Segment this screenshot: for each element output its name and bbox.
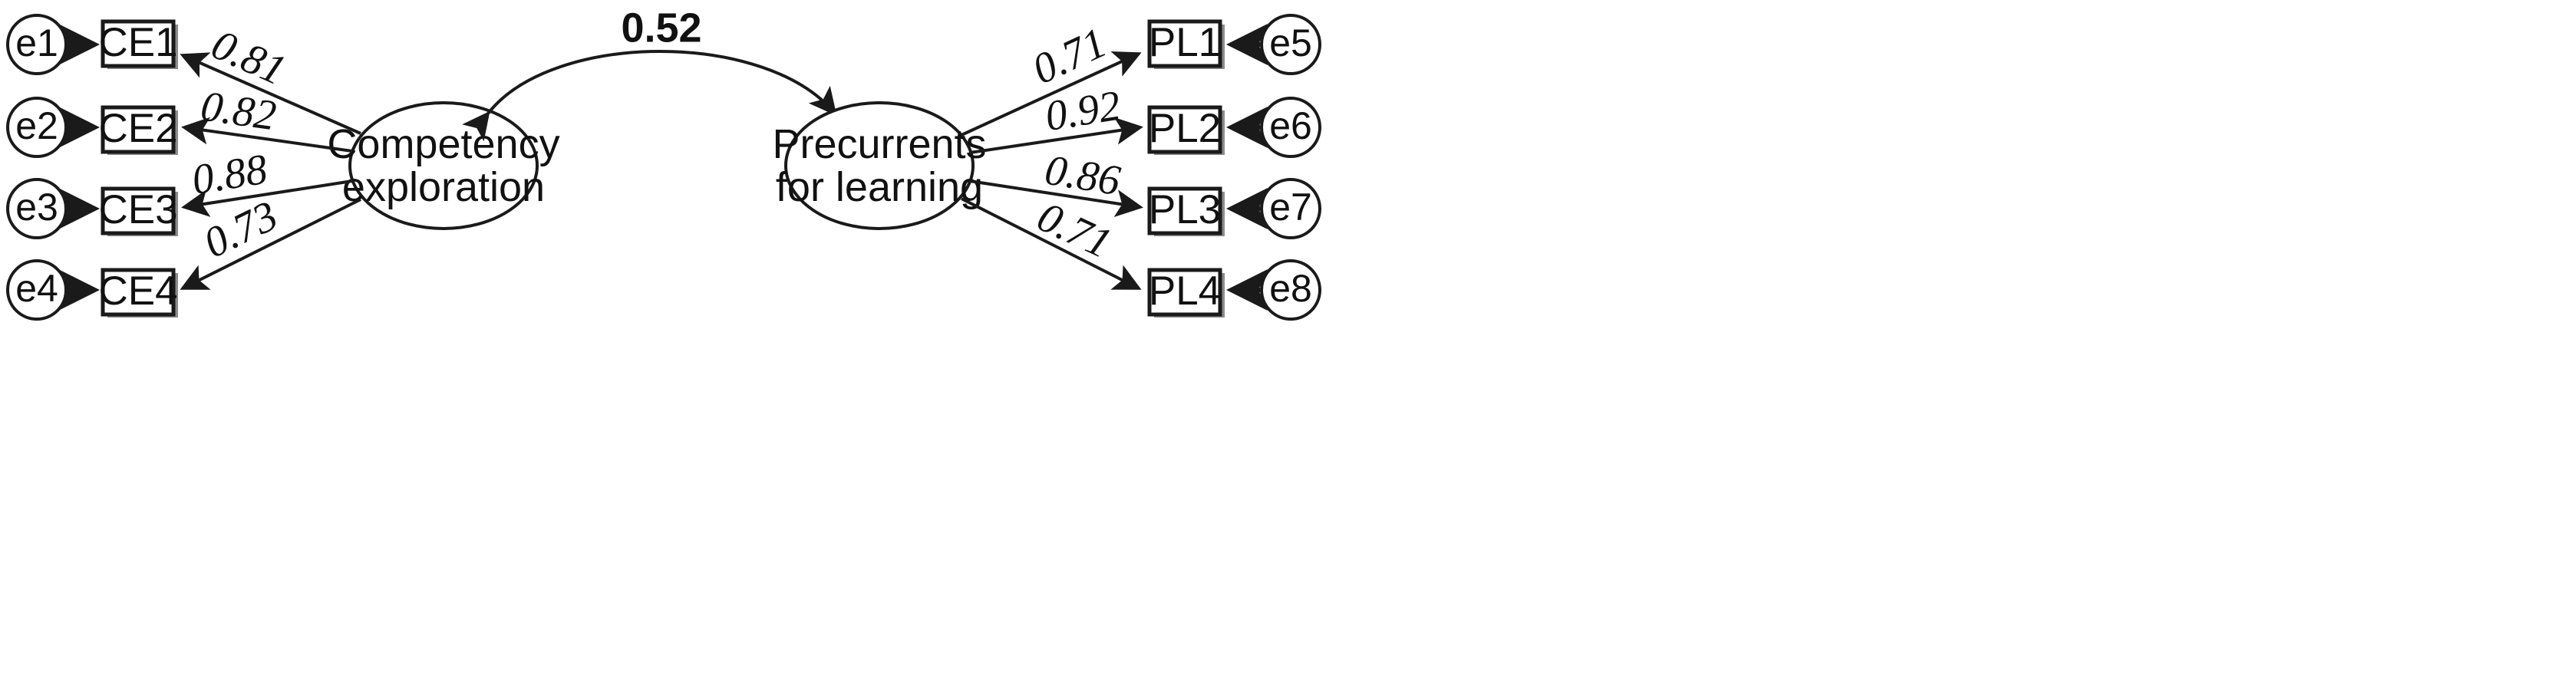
indicator-box-pl4 [1147, 268, 1222, 317]
indicator-box-ce3 [101, 186, 176, 235]
error-label-e7: e7 [1269, 186, 1312, 229]
covariance-arc [462, 50, 837, 142]
error-label-e6: e6 [1269, 104, 1312, 147]
error-label-e4: e4 [15, 267, 58, 310]
error-label-e2: e2 [15, 104, 58, 147]
loading-label-pl1: 0.71 [1025, 19, 1113, 94]
latent-precurrents-for-learning: Precurrents for learning [772, 101, 987, 230]
latent-label-right-line1: Precurrents [772, 121, 986, 167]
indicator-group-ce2: e2 CE2 [6, 97, 178, 158]
loading-arrow-pl4 [961, 197, 1142, 290]
loading-arrow-ce1 [180, 52, 361, 135]
error-circle-e5 [1260, 14, 1321, 75]
indicator-label-pl2: PL2 [1149, 106, 1221, 151]
loading-label-pl4: 0.71 [1031, 193, 1119, 268]
error-label-e3: e3 [15, 186, 58, 229]
indicator-label-ce3: CE3 [98, 187, 177, 232]
indicator-group-ce3: e3 CE3 [6, 178, 178, 239]
latent-label-left-line1: Competency [327, 121, 559, 167]
indicator-label-ce2: CE2 [98, 106, 177, 151]
error-label-e8: e8 [1269, 267, 1312, 310]
indicator-label-pl1: PL1 [1149, 20, 1221, 65]
latent-label-left-line2: exploration [342, 164, 545, 210]
indicator-label-ce1: CE1 [98, 20, 177, 65]
loading-label-pl3: 0.86 [1042, 147, 1123, 206]
error-label-e1: e1 [15, 21, 58, 64]
indicator-label-pl4: PL4 [1149, 268, 1221, 314]
loading-arrow-pl1 [961, 51, 1142, 137]
covariance-label: 0.52 [621, 5, 701, 51]
latent-ellipse-right [784, 101, 975, 230]
indicator-box-pl1 [1147, 19, 1222, 68]
loading-arrow-ce3 [181, 179, 353, 217]
latent-label-right-line2: for learning [776, 164, 983, 210]
loading-label-ce2: 0.82 [198, 82, 279, 140]
indicator-box-pl2 [1147, 105, 1222, 154]
latent-competency-exploration: Competency exploration [327, 101, 560, 230]
loading-label-pl2: 0.92 [1042, 82, 1123, 141]
indicator-label-pl3: PL3 [1149, 187, 1221, 232]
error-label-e5: e5 [1269, 21, 1312, 64]
indicator-group-pl3: PL3 e7 [1147, 178, 1321, 239]
indicator-label-ce4: CE4 [98, 268, 177, 314]
indicator-box-ce4 [101, 268, 176, 317]
loading-arrow-pl2 [969, 117, 1143, 154]
error-circle-e6 [1260, 97, 1321, 158]
indicator-box-pl3 [1147, 186, 1222, 235]
loading-label-ce3: 0.88 [189, 146, 270, 205]
indicator-group-pl2: PL2 e6 [1147, 97, 1321, 158]
loading-arrow-ce2 [181, 117, 353, 153]
loading-arrow-ce4 [180, 198, 361, 290]
indicator-group-ce4: e4 CE4 [6, 259, 178, 321]
error-circle-e7 [1260, 178, 1321, 239]
indicator-box-ce1 [101, 19, 176, 68]
indicator-group-pl4: PL4 e8 [1147, 259, 1321, 321]
indicator-box-ce2 [101, 105, 176, 154]
error-circle-e8 [1260, 259, 1321, 321]
indicator-group-pl1: PL1 e5 [1147, 14, 1321, 75]
loading-arrow-pl3 [969, 179, 1143, 217]
indicator-group-ce1: e1 CE1 [6, 14, 178, 75]
